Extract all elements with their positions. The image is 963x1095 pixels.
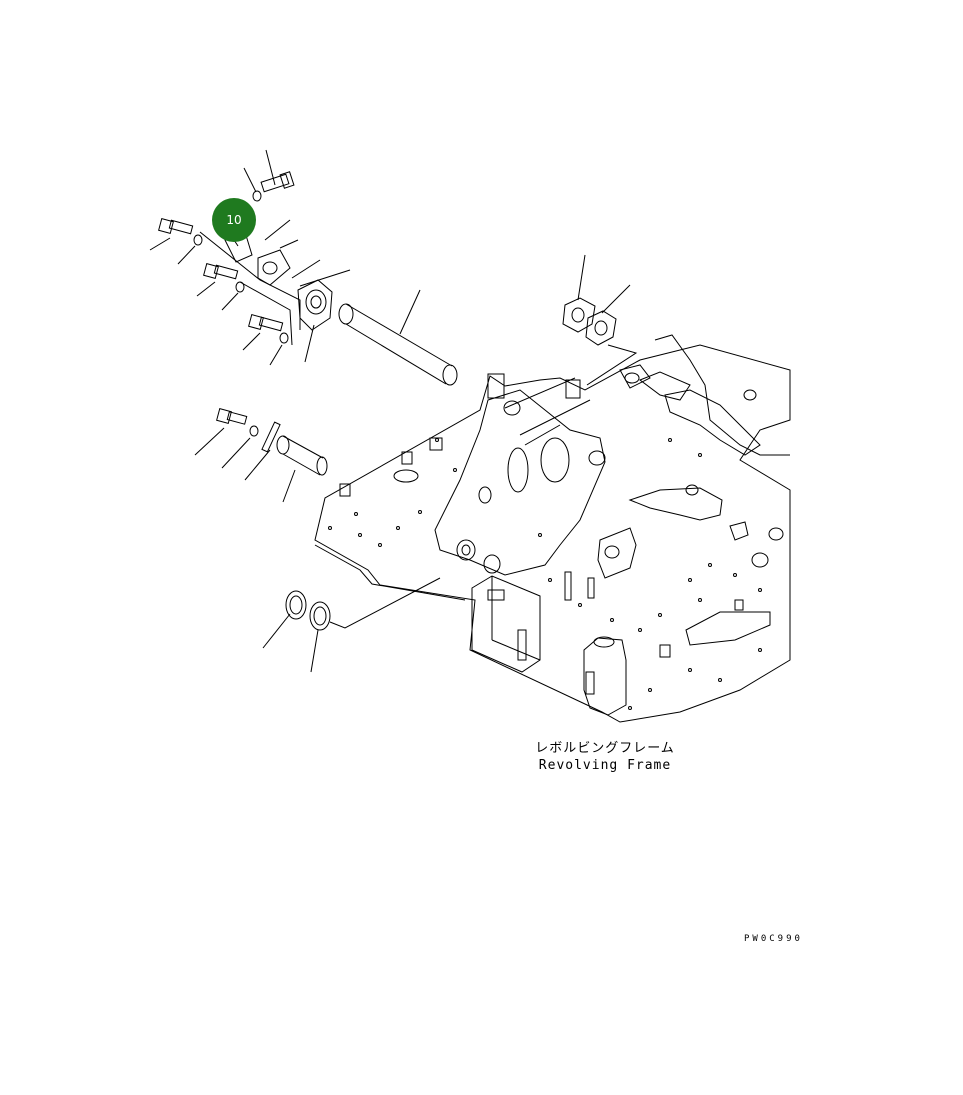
callout-number: 10 xyxy=(226,213,242,227)
frame-label-japanese: レボルビングフレーム xyxy=(535,741,675,756)
long-pin xyxy=(339,290,457,385)
revolving-frame xyxy=(315,335,790,722)
bolt-left-2 xyxy=(197,264,244,310)
lower-pin-parts xyxy=(195,409,327,502)
shims-top xyxy=(563,255,636,385)
bolt-top xyxy=(244,150,294,201)
callout-badge-10[interactable]: 10 xyxy=(212,198,256,242)
bolt-left-1 xyxy=(150,219,202,264)
drawing-code: PW0C990 xyxy=(744,934,803,944)
upper-bracket-assembly xyxy=(150,150,350,365)
lock-bracket xyxy=(200,220,350,345)
large-washers xyxy=(263,578,440,672)
bolt-left-3 xyxy=(243,315,288,365)
flange-plate xyxy=(298,280,332,362)
frame-label-english: Revolving Frame xyxy=(538,758,672,773)
frame-label: レボルビングフレーム Revolving Frame xyxy=(520,740,690,774)
